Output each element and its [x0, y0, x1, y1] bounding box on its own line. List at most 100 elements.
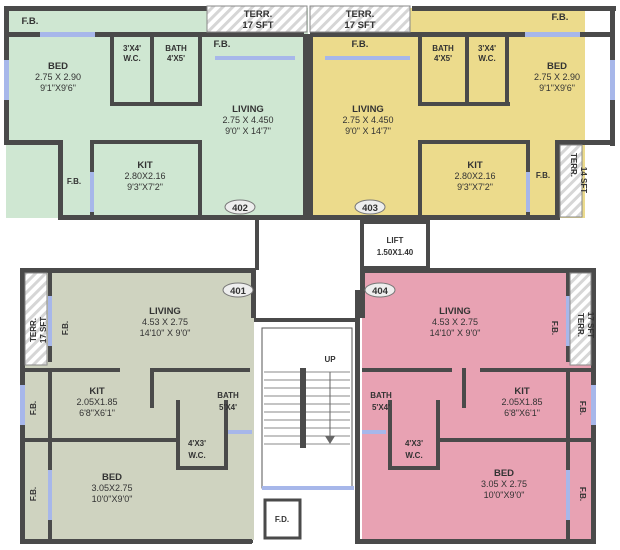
- label-wc-403-size: 3'X4': [478, 44, 496, 53]
- unit-403: F.B. TERR. 17 SFT F.B. BATH 4'X5' 3'X4' …: [308, 5, 616, 220]
- label-living-401-metric: 4.53 X 2.75: [142, 317, 188, 327]
- label-living-401-imperial: 14'10" X 9'0": [140, 328, 191, 338]
- label-terrace-404-1: TERR.: [576, 313, 585, 337]
- label-wc-402: W.C.: [123, 54, 140, 63]
- label-terrace-403-2: 17 SFT: [344, 20, 375, 31]
- label-fb-kit-404: F.B.: [578, 401, 587, 415]
- unit-401: TERR. 17 SFT F.B. F.B. F.B. LIVING 4.53 …: [20, 268, 256, 544]
- label-wc-401: W.C.: [188, 451, 205, 460]
- core: LIFT 1.50X1.40 UP F.D.: [248, 220, 430, 544]
- label-bed-404: BED: [494, 468, 514, 479]
- label-terrace-401-1: TERR.: [29, 318, 38, 342]
- label-bed-404-metric: 3.05 X 2.75: [481, 479, 527, 489]
- stair-arrow-head: [325, 436, 335, 444]
- label-bed-401-metric: 3.05X2.75: [91, 483, 132, 493]
- label-living-402: LIVING: [232, 104, 264, 115]
- label-kit-403: KIT: [467, 160, 483, 171]
- unit-402-floor: [6, 8, 308, 218]
- fb-top-402: [9, 11, 105, 32]
- terrace-top-402: [206, 5, 308, 33]
- label-fb-living-403: F.B.: [352, 39, 369, 50]
- label-kit-402-metric: 2.80X2.16: [124, 171, 165, 181]
- label-bath-404: BATH: [370, 391, 392, 400]
- unit-badge-401: 401: [230, 286, 247, 297]
- label-fb-side-403: F.B.: [536, 171, 550, 180]
- label-living-402-imperial: 9'0" X 14'7": [225, 126, 271, 136]
- label-bath-404-size: 5'X4': [372, 403, 390, 412]
- label-kit-401: KIT: [89, 386, 105, 397]
- label-bath-402-size: 4'X5': [167, 54, 185, 63]
- label-terrace-404-2: 17 SFT: [586, 312, 595, 338]
- label-terrace-side-403-2: 14 SFT: [579, 167, 588, 193]
- label-living-403-imperial: 9'0" X 14'7": [345, 126, 391, 136]
- label-fire-duct: F.D.: [275, 515, 289, 524]
- fire-duct: [263, 498, 302, 540]
- label-bed-402-imperial: 9'1"X9'6": [40, 83, 76, 93]
- unit-404-floor: [362, 272, 594, 540]
- label-kit-403-imperial: 9'3"X7'2": [457, 182, 493, 192]
- label-fb-side-402: F.B.: [67, 177, 81, 186]
- unit-badge-403: 403: [362, 203, 378, 214]
- label-wc-403: W.C.: [478, 54, 495, 63]
- terrace-side-403: [559, 144, 583, 218]
- label-bed-402: BED: [48, 61, 68, 72]
- unit-403-floor: [310, 8, 585, 218]
- unit-402: F.B. TERR. 17 SFT F.B. BED 2.75 X 2.90 9…: [4, 5, 308, 220]
- label-terrace-402-1: TERR.: [244, 9, 273, 20]
- label-living-403: LIVING: [352, 104, 384, 115]
- label-living-402-metric: 2.75 X 4.450: [222, 115, 273, 125]
- label-bed-403-imperial: 9'1"X9'6": [539, 83, 575, 93]
- unit-404: TERR. 17 SFT F.B. F.B. F.B. LIVING 4.53 …: [360, 268, 596, 544]
- unit-badge-404: 404: [372, 286, 389, 297]
- label-terrace-side-403-1: TERR.: [569, 153, 578, 177]
- badge-401-shape: [222, 282, 254, 298]
- label-kit-401-metric: 2.05X1.85: [76, 397, 117, 407]
- label-kit-402: KIT: [137, 160, 153, 171]
- label-terrace-401-2: 17 SFT: [39, 317, 48, 343]
- label-bed-402-metric: 2.75 X 2.90: [35, 72, 81, 82]
- label-terrace-403-1: TERR.: [346, 9, 375, 20]
- label-bath-402: BATH: [165, 44, 187, 53]
- label-living-403-metric: 2.75 X 4.450: [342, 115, 393, 125]
- label-wc-404: W.C.: [405, 451, 422, 460]
- label-bed-401: BED: [102, 472, 122, 483]
- label-bath-403: BATH: [432, 44, 454, 53]
- unit-badge-402: 402: [232, 203, 248, 214]
- label-terrace-402-2: 17 SFT: [242, 20, 273, 31]
- label-fb-top-403: F.B.: [552, 12, 569, 23]
- label-fb-kit-401: F.B.: [29, 401, 38, 415]
- label-wc-401-size: 4'X3': [188, 439, 206, 448]
- terrace-401: [24, 272, 48, 366]
- label-kit-402-imperial: 9'3"X7'2": [127, 182, 163, 192]
- badge-404-shape: [364, 282, 396, 298]
- badge-402-shape: [224, 199, 256, 215]
- label-fb-living-404: F.B.: [550, 321, 559, 335]
- label-wc-402-size: 3'X4': [123, 44, 141, 53]
- label-kit-404: KIT: [514, 386, 530, 397]
- label-living-401: LIVING: [149, 306, 181, 317]
- label-bed-403-metric: 2.75 X 2.90: [534, 72, 580, 82]
- label-kit-401-imperial: 6'8"X6'1": [79, 408, 115, 418]
- label-kit-404-imperial: 6'8"X6'1": [504, 408, 540, 418]
- badge-403-shape: [354, 199, 386, 215]
- terrace-404: [569, 272, 592, 366]
- label-fb-living-402: F.B.: [214, 39, 231, 50]
- terrace-top-403: [309, 5, 411, 33]
- label-kit-403-metric: 2.80X2.16: [454, 171, 495, 181]
- label-bath-401-size: 5'X4': [219, 403, 237, 412]
- label-fb-bed-401: F.B.: [29, 487, 38, 501]
- lift: [360, 220, 430, 270]
- label-kit-404-metric: 2.05X1.85: [501, 397, 542, 407]
- label-bath-403-size: 4'X5': [434, 54, 452, 63]
- label-lift-size: 1.50X1.40: [377, 248, 414, 257]
- label-stair-up: UP: [324, 355, 336, 364]
- label-bed-401-imperial: 10'0"X9'0": [92, 494, 133, 504]
- staircase: [261, 327, 353, 489]
- label-living-404: LIVING: [439, 306, 471, 317]
- unit-401-floor: [24, 272, 254, 540]
- label-bath-401: BATH: [217, 391, 239, 400]
- label-living-404-imperial: 14'10" X 9'0": [430, 328, 481, 338]
- label-bed-403: BED: [547, 61, 567, 72]
- label-bed-404-imperial: 10'0"X9'0": [484, 490, 525, 500]
- label-fb-top-402: F.B.: [22, 16, 39, 27]
